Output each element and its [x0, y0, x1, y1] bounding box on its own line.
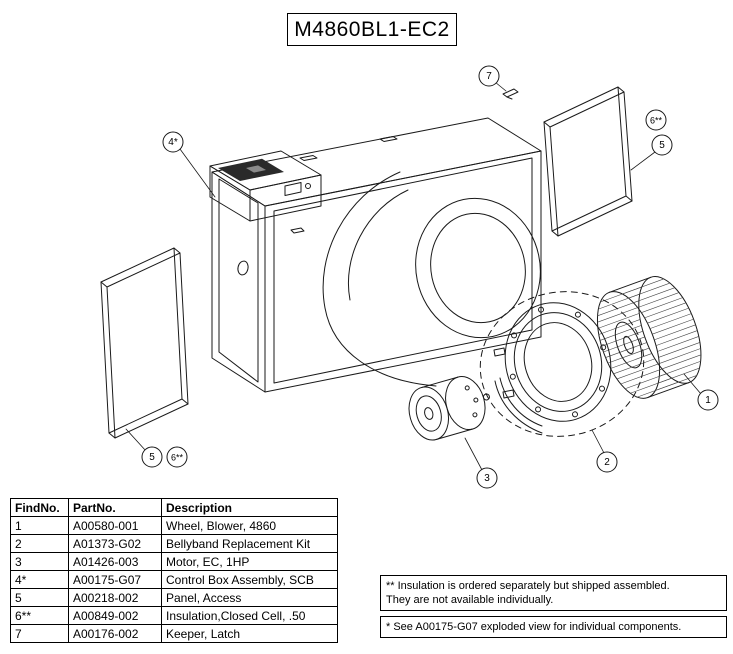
control-box-display-window: [246, 165, 266, 173]
callout-6-left: 6**: [166, 446, 188, 468]
motor-shaft: [482, 393, 490, 401]
callout-3-label: 3: [484, 473, 490, 484]
motor: [408, 376, 490, 441]
insulation-note: ** Insulation is ordered separately but …: [380, 575, 727, 611]
callout-1: 1: [697, 389, 719, 411]
drawing-title: M4860BL1-EC2: [294, 17, 450, 41]
cell-findno: 3: [10, 552, 69, 571]
leader-4: [179, 148, 216, 198]
callout-3: 3: [476, 467, 498, 489]
table-row: 2 A01373-G02 Bellyband Replacement Kit: [10, 534, 338, 553]
cell-partno: A00176-002: [68, 624, 162, 643]
cell-findno: 2: [10, 534, 69, 553]
col-header-description: Description: [161, 498, 338, 517]
cell-findno: 5: [10, 588, 69, 607]
insulation-panel-left: [100, 247, 189, 439]
insulation-panel-right: [543, 86, 633, 237]
callout-5-left: 5: [141, 446, 163, 468]
cell-description: Bellyband Replacement Kit: [161, 534, 338, 553]
bellyband: [479, 291, 645, 437]
table-row: 3 A01426-003 Motor, EC, 1HP: [10, 552, 338, 571]
table-row: 7 A00176-002 Keeper, Latch: [10, 624, 338, 643]
cell-description: Wheel, Blower, 4860: [161, 516, 338, 535]
cell-partno: A00218-002: [68, 588, 162, 607]
callout-4-label: 4*: [168, 137, 178, 148]
col-header-partno: PartNo.: [68, 498, 162, 517]
col-header-findno: FindNo.: [10, 498, 69, 517]
callout-6-right-label: 6**: [650, 116, 663, 126]
bellyband-kit-boundary: [479, 291, 645, 437]
cell-description: Insulation,Closed Cell, .50: [161, 606, 338, 625]
blower-wheel: [596, 276, 702, 399]
leader-5-left: [125, 428, 147, 452]
leader-7: [494, 81, 507, 92]
callout-1-label: 1: [705, 395, 711, 406]
parts-table: FindNo. PartNo. Description 1 A00580-001…: [10, 498, 338, 643]
callout-4: 4*: [162, 131, 184, 153]
cell-findno: 7: [10, 624, 69, 643]
cell-partno: A01373-G02: [68, 534, 162, 553]
cell-findno: 1: [10, 516, 69, 535]
cell-findno: 4*: [10, 570, 69, 589]
callout-5-right: 5: [651, 134, 673, 156]
control-box-note: * See A00175-G07 exploded view for indiv…: [380, 616, 727, 638]
callout-7: 7: [478, 65, 500, 87]
parts-table-header-row: FindNo. PartNo. Description: [10, 498, 338, 517]
leader-2: [591, 429, 605, 454]
leader-1: [683, 373, 702, 395]
drawing-title-box: M4860BL1-EC2: [287, 13, 457, 46]
callout-6-left-label: 6**: [171, 453, 184, 463]
callout-2-label: 2: [604, 457, 610, 468]
housing-knockout-detail: [237, 260, 249, 276]
insulation-note-line1: ** Insulation is ordered separately but …: [386, 580, 670, 592]
table-row: 6** A00849-002 Insulation,Closed Cell, .…: [10, 606, 338, 625]
table-row: 1 A00580-001 Wheel, Blower, 4860: [10, 516, 338, 535]
callout-6-right: 6**: [645, 109, 667, 131]
leader-lines: [125, 81, 702, 471]
cell-description: Keeper, Latch: [161, 624, 338, 643]
leader-5-right: [630, 151, 656, 171]
exploded-view-diagram: 7 6** 5 4* 1: [100, 65, 719, 489]
callouts: 7 6** 5 4* 1: [141, 65, 719, 489]
cell-partno: A00580-001: [68, 516, 162, 535]
table-row: 4* A00175-G07 Control Box Assembly, SCB: [10, 570, 338, 589]
callout-5-left-label: 5: [149, 452, 155, 463]
cell-description: Control Box Assembly, SCB: [161, 570, 338, 589]
cell-partno: A00175-G07: [68, 570, 162, 589]
cell-partno: A01426-003: [68, 552, 162, 571]
callout-5-right-label: 5: [659, 140, 665, 151]
leader-3: [464, 437, 483, 471]
table-row: 5 A00218-002 Panel, Access: [10, 588, 338, 607]
keeper-latch: [502, 88, 519, 100]
callout-2: 2: [596, 451, 618, 473]
cell-findno: 6**: [10, 606, 69, 625]
cell-description: Panel, Access: [161, 588, 338, 607]
insulation-note-line2: They are not available individually.: [386, 594, 554, 606]
callout-7-label: 7: [486, 71, 492, 82]
cell-description: Motor, EC, 1HP: [161, 552, 338, 571]
blower-housing: [211, 117, 542, 393]
control-box: [209, 150, 322, 234]
cell-partno: A00849-002: [68, 606, 162, 625]
